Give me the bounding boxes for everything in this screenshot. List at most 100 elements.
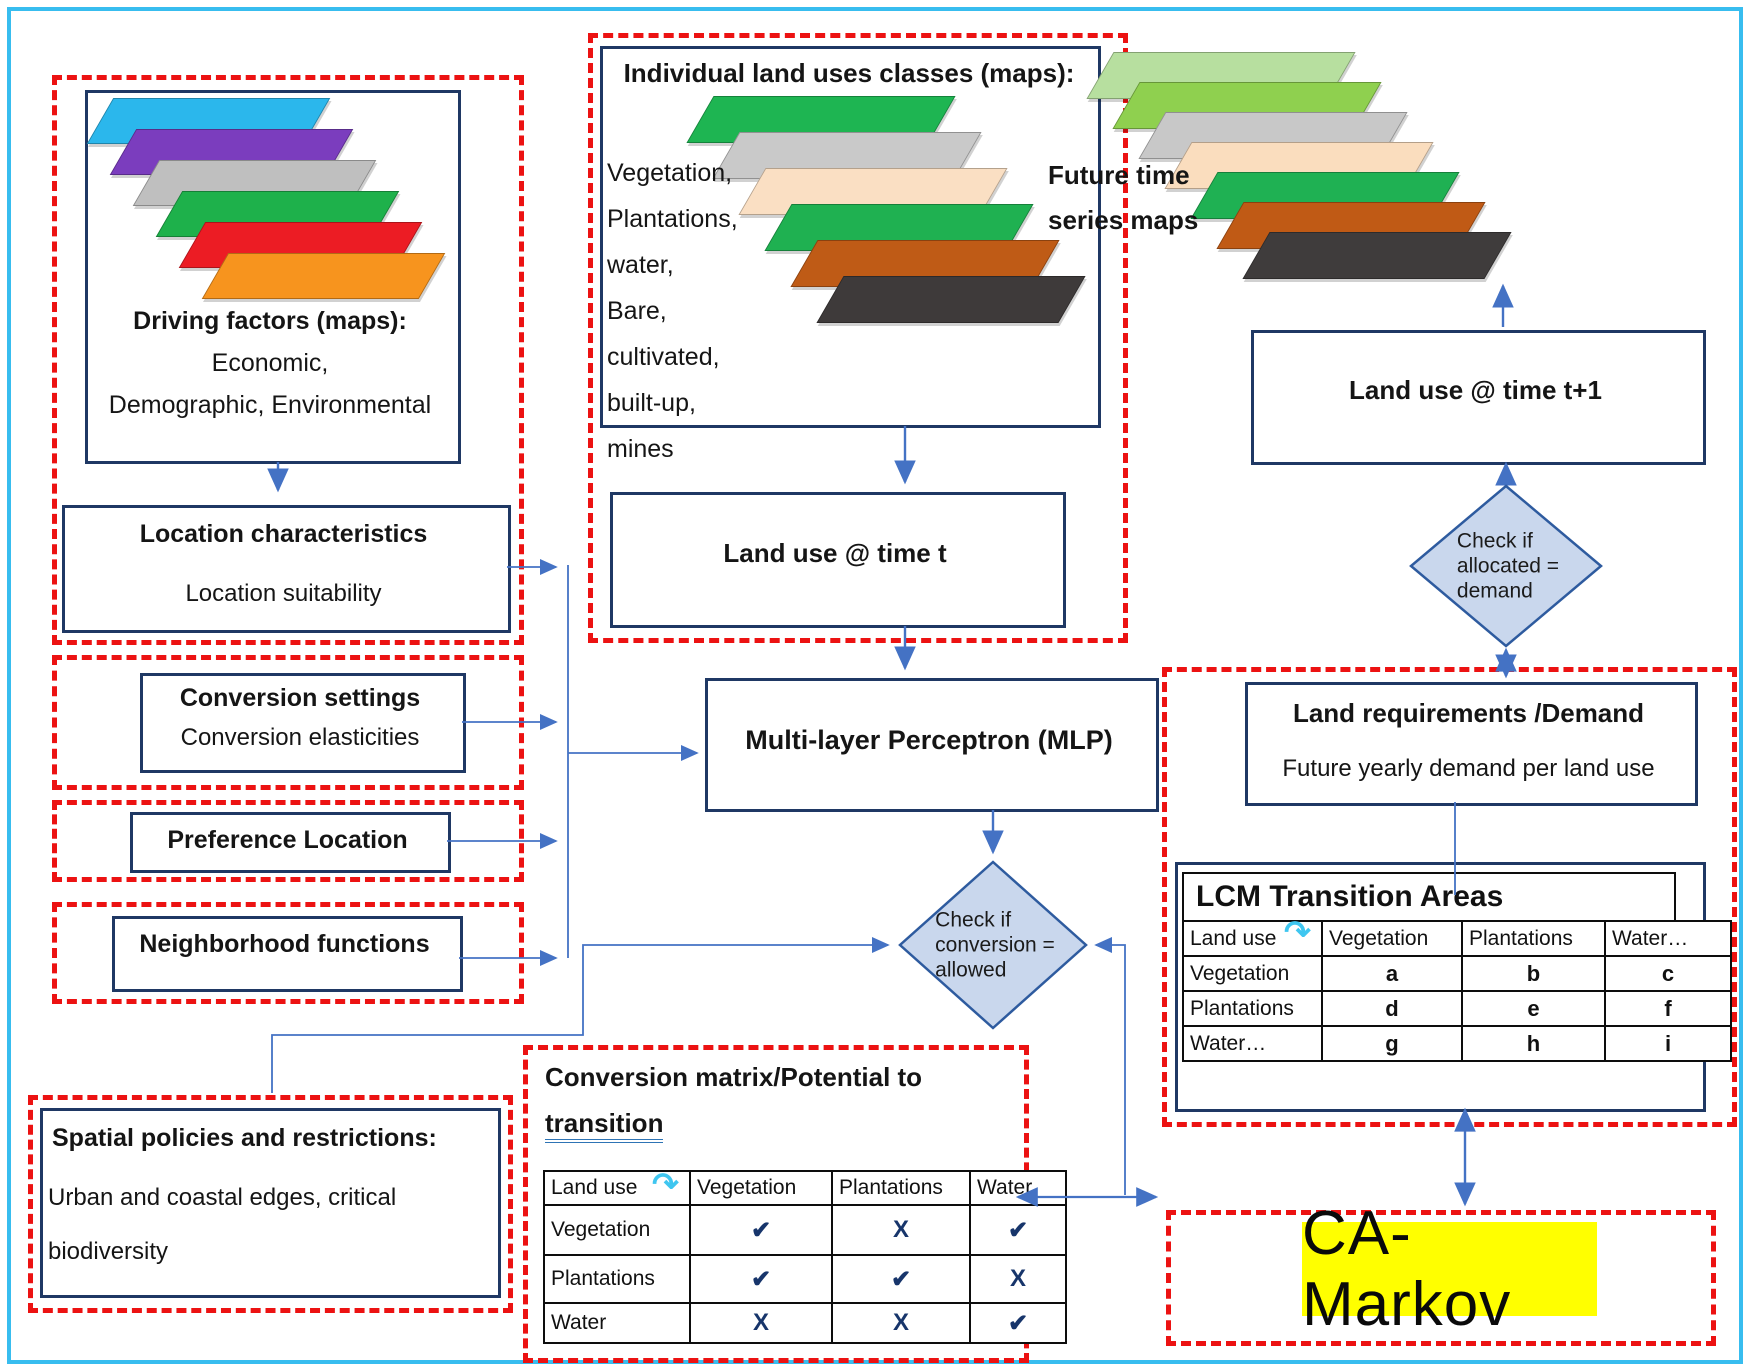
list-item: Vegetation, xyxy=(607,159,733,187)
cell-value: g xyxy=(1321,1025,1463,1062)
location-characteristics-title: Location characteristics xyxy=(139,520,428,548)
row-label: Vegetation xyxy=(1182,955,1323,992)
cell-value: b xyxy=(1461,955,1606,992)
list-item: cultivated, xyxy=(607,343,720,371)
diamond-conversion-line2: conversion = xyxy=(935,933,1055,957)
diamond-allocated-line1: Check if xyxy=(1456,529,1533,553)
cell-allowed: ✔ xyxy=(969,1204,1067,1256)
spatial-policies-line2: biodiversity xyxy=(48,1238,169,1265)
spatial-policies-title: Spatial policies and restrictions: xyxy=(52,1124,437,1152)
table-column-header: Plantations xyxy=(1461,920,1606,957)
group-ca-markov xyxy=(1166,1210,1716,1346)
cell-value: f xyxy=(1604,990,1732,1027)
land-use-time-t-label: Land use @ time t xyxy=(723,538,947,568)
conversion-settings-title: Conversion settings xyxy=(179,684,421,712)
table-column-header: Plantations xyxy=(831,1170,971,1206)
cell-value: i xyxy=(1604,1025,1732,1062)
row-label: Plantations xyxy=(1182,990,1323,1027)
row-label: Plantations xyxy=(543,1254,691,1304)
driving-factors-title: Driving factors (maps): xyxy=(133,307,407,335)
individual-classes-title: Individual land uses classes (maps): xyxy=(623,58,1075,88)
conversion-settings-box xyxy=(140,673,466,773)
driving-factors-line2: Demographic, Environmental xyxy=(108,391,432,419)
table-column-header: Water xyxy=(969,1170,1067,1206)
diamond-allocated-line2: allocated = xyxy=(1456,554,1560,578)
cell-value: e xyxy=(1461,990,1606,1027)
cell-not-allowed: X xyxy=(831,1302,971,1344)
x-icon: X xyxy=(892,1216,909,1243)
table-row: Plantations ✔ ✔ X xyxy=(543,1254,1067,1304)
ca-markov-label: CA-Markov xyxy=(1302,1199,1597,1339)
diamond-conversion-line1: Check if xyxy=(935,908,1012,932)
x-icon: X xyxy=(892,1309,909,1336)
table-column-header: Land use xyxy=(543,1170,691,1206)
conv-matrix-title-line1: Conversion matrix/Potential to xyxy=(545,1062,923,1092)
cell-not-allowed: X xyxy=(831,1204,971,1256)
spatial-policies-line1: Urban and coastal edges, critical xyxy=(48,1184,397,1211)
cell-allowed: ✔ xyxy=(969,1302,1067,1344)
group-spatial-policies xyxy=(28,1095,513,1313)
list-item: water, Bare, xyxy=(607,251,674,325)
cell-not-allowed: X xyxy=(969,1254,1067,1304)
check-icon: ✔ xyxy=(750,1265,772,1293)
diamond-allocated-line3: demand xyxy=(1456,579,1533,603)
map-layer xyxy=(816,276,1086,323)
diamond-conversion-label: Check if conversion = allowed xyxy=(935,908,1055,983)
check-icon: ✔ xyxy=(890,1265,912,1293)
row-label: Vegetation xyxy=(543,1204,691,1256)
x-icon: X xyxy=(752,1309,769,1336)
cell-value: d xyxy=(1321,990,1463,1027)
conv-matrix-transition-word: transition xyxy=(545,1108,664,1143)
land-requirements-box xyxy=(1245,682,1698,806)
location-characteristics-box xyxy=(62,505,511,633)
conversion-elasticities-label: Conversion elasticities xyxy=(180,724,420,751)
cell-allowed: ✔ xyxy=(831,1254,971,1304)
table-row: Vegetation ✔ X ✔ xyxy=(543,1204,1067,1256)
mlp-label: Multi-layer Perceptron (MLP) xyxy=(745,725,1113,755)
cell-allowed: ✔ xyxy=(689,1204,833,1256)
diamond-allocated-label: Check if allocated = demand xyxy=(1457,529,1559,604)
mlp-box xyxy=(705,678,1159,812)
cell-not-allowed: X xyxy=(689,1302,833,1344)
driving-factors-title-rest: Economic, xyxy=(211,349,329,377)
check-icon: ✔ xyxy=(1007,1309,1029,1337)
group-individual-classes xyxy=(588,33,1128,643)
preference-location-box xyxy=(130,812,451,873)
land-use-time-t1-box xyxy=(1251,330,1706,465)
table-column-header: Land use xyxy=(1182,920,1323,957)
land-use-time-t1-label: Land use @ time t+1 xyxy=(1349,375,1602,405)
x-icon: X xyxy=(1009,1265,1026,1292)
check-icon: ✔ xyxy=(750,1216,772,1244)
table-column-header: Vegetation xyxy=(689,1170,833,1206)
group-land-requirements xyxy=(1162,667,1737,1127)
location-suitability-label: Location suitability xyxy=(185,580,382,607)
map-layer xyxy=(1242,232,1512,279)
spatial-policies-box xyxy=(40,1108,501,1298)
driving-factors-caption: Driving factors (maps): Economic, Demogr… xyxy=(90,300,450,426)
list-item: Plantations, xyxy=(607,205,738,233)
land-requirements-subtitle: Future yearly demand per land use xyxy=(1282,755,1655,782)
row-label: Water… xyxy=(1182,1025,1323,1062)
preference-location-title: Preference Location xyxy=(167,826,408,854)
list-item: mines xyxy=(607,435,674,463)
future-maps-label-line1: Future time xyxy=(1048,160,1190,190)
map-layer xyxy=(201,253,446,299)
conv-matrix-title-line2: transition xyxy=(545,1108,664,1143)
table-column-header: Water… xyxy=(1604,920,1732,957)
cell-value: c xyxy=(1604,955,1732,992)
diamond-conversion-line3: allowed xyxy=(935,958,1007,982)
neighborhood-functions-title: Neighborhood functions xyxy=(139,930,430,958)
group-driving-location xyxy=(52,75,524,645)
future-maps-label-line2: series maps xyxy=(1048,205,1199,235)
check-icon: ✔ xyxy=(1007,1216,1029,1244)
curved-arrow-icon: ↷ xyxy=(652,1166,679,1202)
land-use-time-t-box xyxy=(610,492,1066,628)
individual-classes-list: Vegetation, Plantations, water, Bare, culti… xyxy=(607,150,738,472)
table-column-header: Vegetation xyxy=(1321,920,1463,957)
